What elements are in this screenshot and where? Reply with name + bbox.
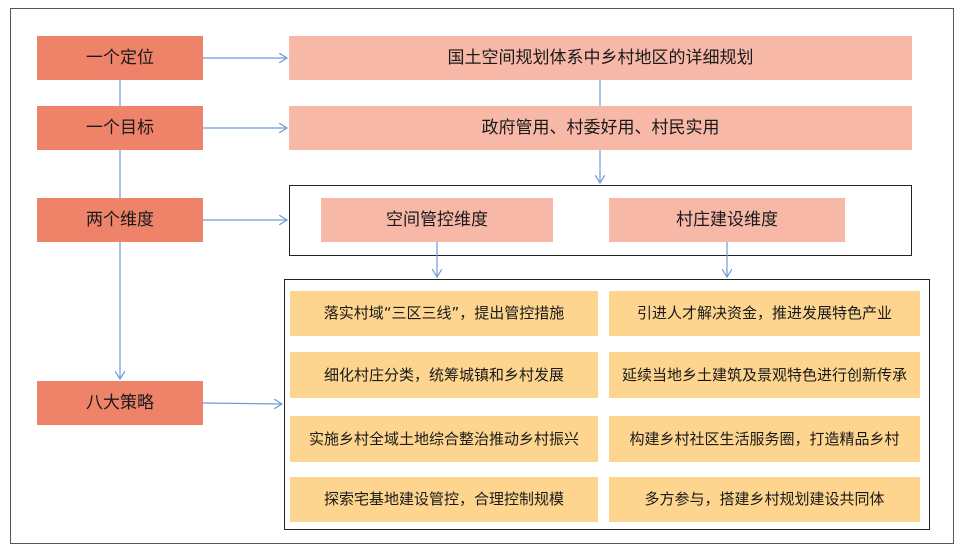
- label-dimensions: 两个维度: [37, 198, 203, 242]
- strategy-spatial-4: 探索宅基地建设管控，合理控制规模: [290, 477, 598, 522]
- dimension-village: 村庄建设维度: [609, 198, 845, 242]
- strategy-village-2: 延续当地乡土建筑及景观特色进行创新传承: [609, 352, 920, 398]
- dimensions-container: [289, 185, 912, 256]
- strategy-spatial-2: 细化村庄分类，统筹城镇和乡村发展: [290, 352, 598, 398]
- label-strategies: 八大策略: [37, 381, 203, 425]
- strategy-spatial-3: 实施乡村全域土地综合整治推动乡村振兴: [290, 416, 598, 462]
- strategy-village-4: 多方参与，搭建乡村规划建设共同体: [609, 477, 920, 522]
- strategy-village-3: 构建乡村社区生活服务圈，打造精品乡村: [609, 416, 920, 462]
- strategy-spatial-1: 落实村域“三区三线”，提出管控措施: [290, 291, 598, 336]
- strategy-village-1: 引进人才解决资金，推进发展特色产业: [609, 291, 920, 336]
- diagram-frame: [10, 8, 954, 544]
- label-goal: 一个目标: [37, 106, 203, 150]
- dimension-spatial: 空间管控维度: [321, 198, 553, 242]
- label-positioning: 一个定位: [37, 36, 203, 80]
- strategies-container: [284, 279, 930, 530]
- goal-content: 政府管用、村委好用、村民实用: [289, 106, 912, 150]
- positioning-content: 国土空间规划体系中乡村地区的详细规划: [289, 36, 912, 80]
- arrow-strategies: [202, 403, 282, 404]
